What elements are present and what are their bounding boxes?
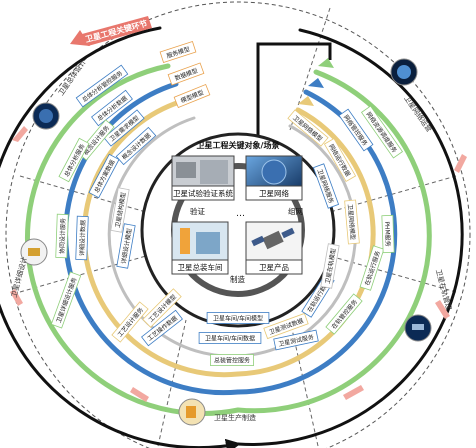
ring-tag-t01: 服务模型 xyxy=(159,41,197,63)
ring-tag-t11: 协同设计服务 xyxy=(55,213,69,259)
ring-tag-box xyxy=(206,312,270,324)
ring-tag-t20: 卫星车间/车间数据 xyxy=(198,332,262,344)
ring-tag-t02: 数据模型 xyxy=(167,62,205,86)
ring-tag-box xyxy=(159,41,197,63)
process-rings xyxy=(0,26,464,448)
ring-chevrons xyxy=(298,58,334,106)
ring-tag-t24: 在轨管控服务 xyxy=(325,293,363,335)
ring-tag-box xyxy=(359,245,385,291)
phase-icons xyxy=(20,58,432,426)
ring-tag-box xyxy=(273,329,319,351)
phase-arrows xyxy=(10,126,467,402)
ring-tag-box xyxy=(320,243,340,289)
ring-tag-box xyxy=(198,332,262,344)
ring-tag-box xyxy=(58,137,90,183)
ring-tag-box xyxy=(263,312,309,340)
ring-tag-t13: 卫星结构模型 xyxy=(110,187,130,233)
ring-tag-box xyxy=(142,288,182,328)
ring-tag-box xyxy=(360,105,404,159)
ring-tag-label: 协同设计服务 xyxy=(58,218,67,254)
ring-tag-box xyxy=(338,108,374,152)
ring-tag-box xyxy=(110,187,130,233)
ring-tag-label: 卫星车间/车间模型 xyxy=(213,315,263,323)
center-title: 卫星工程关键对象/场景 xyxy=(197,140,280,150)
node-verification-system: 卫星试验验证系统 xyxy=(171,155,235,201)
ring-tag-box xyxy=(103,109,145,147)
ring-tag-box xyxy=(91,89,133,127)
ring-tag-t33: PHM服务 xyxy=(381,214,395,254)
node-satellite-product: 卫星产品 xyxy=(245,221,303,275)
ring-tag-t15: 卫星详细设计服务 xyxy=(50,271,82,329)
ring-tag-t12: 详细设计数据 xyxy=(75,215,89,261)
node-label: 卫星产品 xyxy=(259,262,289,272)
key-link-arrow: 卫星工程关键环节 xyxy=(70,16,152,46)
ring-tag-t03: 模型模型 xyxy=(173,84,211,108)
center-nodes: 卫星试验验证系统 卫星网络 卫星总装车间 卫星产品 验证 组网 制造 … xyxy=(171,155,303,284)
ring-tag-box xyxy=(111,301,149,343)
factory-robot-icon xyxy=(178,398,206,426)
ring-tag-t19: 卫星车间/车间模型 xyxy=(206,312,270,324)
ring-tag-t26: 在轨运行服务 xyxy=(359,245,385,291)
ring-tag-box xyxy=(325,293,363,335)
node-satellite-network: 卫星网络 xyxy=(245,155,303,201)
node-label: 卫星总装车间 xyxy=(178,262,223,272)
phase-label-detailed-design: 卫星详细设计 xyxy=(9,256,29,299)
ring-tag-label: 卫星网络模型 xyxy=(346,204,357,241)
ring-tag-box xyxy=(323,137,357,183)
ring-tag-box xyxy=(287,109,329,147)
ring-tag-label: 网络管控服务 xyxy=(342,113,369,147)
ring-tag-box xyxy=(50,271,82,329)
earth-network-icon xyxy=(390,58,418,86)
ring-tag-box xyxy=(209,354,254,366)
node-assembly-workshop: 卫星总装车间 xyxy=(171,221,229,275)
ring-tag-t22: 总装管控服务 xyxy=(209,354,254,366)
ring-tag-label: 详细设计数据 xyxy=(78,220,87,256)
ring-tag-box xyxy=(88,153,120,199)
ring-tag-label: PHM服务 xyxy=(383,221,392,247)
ring-tag-box xyxy=(312,163,340,209)
edge-label-ellipsis: … xyxy=(236,209,245,219)
ring-tag-box xyxy=(344,199,360,245)
ring-tag-box xyxy=(173,84,211,108)
ring-tag-t34: 卫星网络模型 xyxy=(344,199,360,245)
flow-arrow-top xyxy=(256,42,332,160)
ring-tag-box xyxy=(381,214,395,254)
node-label: 卫星试验验证系统 xyxy=(173,188,233,198)
satellite-orbit-icon xyxy=(404,314,432,342)
ring-tag-box xyxy=(167,62,205,86)
ring-tag-box xyxy=(75,215,89,261)
outer-dashed-boundary xyxy=(5,1,471,448)
ring-tag-box xyxy=(116,223,136,269)
ring-tag-label: 工艺设计服务 xyxy=(116,306,145,339)
satellite-detail-icon xyxy=(20,238,48,266)
ring-tag-label: 总装管控服务 xyxy=(214,357,250,365)
node-label: 卫星网络 xyxy=(259,188,289,198)
edge-label-manufacture: 制造 xyxy=(230,274,245,284)
ring-tag-label: 卫星车间/车间数据 xyxy=(205,335,255,343)
satellite-globe-icon xyxy=(32,102,60,130)
ring-tag-box xyxy=(141,309,183,347)
edge-label-verify: 验证 xyxy=(190,206,205,216)
ring-tag-box xyxy=(55,213,69,259)
ring-tag-t27: 卫星在轨模型 xyxy=(320,243,340,289)
phase-label-production: 卫星生产制造 xyxy=(214,413,256,422)
ring-tag-t14: 详细设计模型 xyxy=(116,223,136,269)
ring-tag-box xyxy=(75,64,129,108)
ring-tag-box xyxy=(115,126,157,166)
edge-label-network: 组网 xyxy=(288,206,303,216)
phase-label-network-operation: 卫星网络运营 xyxy=(402,94,433,134)
